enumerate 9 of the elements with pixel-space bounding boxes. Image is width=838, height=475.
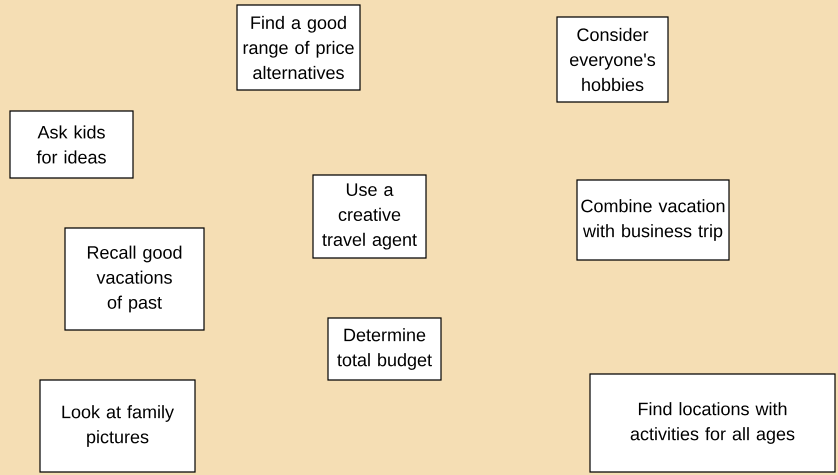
idea-box: Find a good range of price alternatives [236,4,361,91]
idea-box: Use a creative travel agent [312,174,427,259]
idea-box: Determine total budget [327,317,442,381]
idea-box: Ask kids for ideas [9,110,134,179]
idea-box: Combine vacation with business trip [576,179,730,261]
idea-box: Consider everyone's hobbies [556,16,669,103]
idea-box: Find locations with activities for all ages [589,373,836,473]
idea-box: Recall good vacations of past [64,227,205,331]
idea-box: Look at family pictures [39,379,196,473]
